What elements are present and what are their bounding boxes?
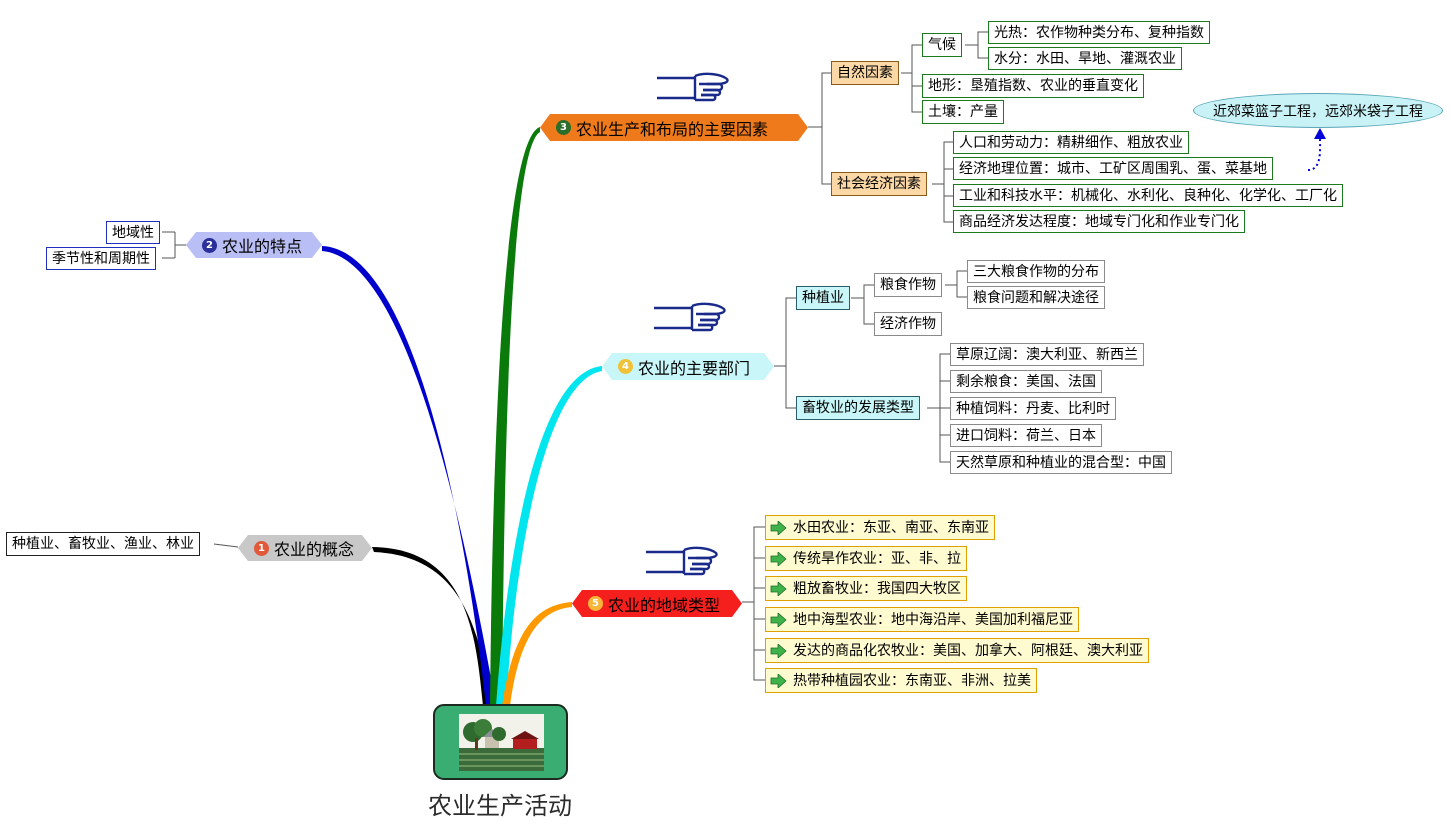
type-item[interactable]: 热带种植园农业：东南亚、非洲、拉美 (765, 668, 1037, 693)
pointing-hand-icon (654, 302, 726, 332)
central-title: 农业生产活动 (428, 792, 572, 820)
right-arrow-icon (770, 520, 787, 535)
livestock-item[interactable]: 种植饲料：丹麦、比利时 (950, 397, 1116, 420)
topic-concept[interactable]: 1 农业的概念 (238, 535, 372, 561)
right-arrow-icon (770, 551, 787, 566)
type-item[interactable]: 粗放畜牧业：我国四大牧区 (765, 576, 967, 601)
features-item[interactable]: 地域性 (106, 221, 160, 244)
livestock-item[interactable]: 剩余粮食：美国、法国 (950, 370, 1102, 393)
right-arrow-icon (770, 612, 787, 627)
topic-factors[interactable]: 3 农业生产和布局的主要因素 (540, 114, 808, 141)
topic-sectors[interactable]: 4 农业的主要部门 (602, 353, 774, 380)
type-label: 水田农业：东亚、南亚、东南亚 (793, 519, 989, 536)
social-economic-factors[interactable]: 社会经济因素 (831, 172, 927, 196)
type-label: 粗放畜牧业：我国四大牧区 (793, 580, 961, 597)
topic-label: 农业的特点 (222, 237, 303, 256)
number-badge: 1 (254, 541, 269, 556)
type-item[interactable]: 水田农业：东亚、南亚、东南亚 (765, 515, 995, 540)
type-item[interactable]: 发达的商品化农牧业：美国、加拿大、阿根廷、澳大利亚 (765, 638, 1149, 663)
branch-line-types (502, 602, 572, 706)
number-badge: 3 (556, 120, 571, 135)
pointing-hand-icon (646, 546, 718, 576)
social-item[interactable]: 经济地理位置：城市、工矿区周围乳、蛋、菜基地 (953, 157, 1273, 180)
livestock-node[interactable]: 畜牧业的发展类型 (796, 396, 920, 420)
right-arrow-icon (770, 643, 787, 658)
livestock-item[interactable]: 进口饲料：荷兰、日本 (950, 424, 1102, 447)
central-topic[interactable] (433, 704, 568, 780)
grain-item[interactable]: 粮食问题和解决途径 (967, 286, 1105, 309)
branch-line-sectors (496, 366, 602, 706)
climate-item[interactable]: 水分：水田、旱地、灌溉农业 (988, 47, 1182, 70)
callout-note[interactable]: 近郊菜篮子工程，远郊米袋子工程 (1193, 93, 1443, 128)
type-label: 热带种植园农业：东南亚、非洲、拉美 (793, 672, 1031, 689)
type-label: 地中海型农业：地中海沿岸、美国加利福尼亚 (793, 611, 1073, 628)
callout-connector (1307, 135, 1322, 171)
concept-item[interactable]: 种植业、畜牧业、渔业、林业 (6, 532, 200, 556)
pointing-hand-icon (657, 72, 729, 102)
social-item[interactable]: 商品经济发达程度：地域专门化和作业专门化 (953, 210, 1245, 233)
climate-item[interactable]: 光热：农作物种类分布、复种指数 (988, 21, 1210, 44)
number-badge: 5 (588, 596, 603, 611)
grain-item[interactable]: 三大粮食作物的分布 (967, 260, 1105, 283)
type-item[interactable]: 传统旱作农业：亚、非、拉 (765, 546, 967, 571)
social-item[interactable]: 工业和科技水平：机械化、水利化、良种化、化学化、工厂化 (953, 184, 1343, 207)
topic-label: 农业的地域类型 (608, 595, 721, 615)
right-arrow-icon (770, 581, 787, 596)
grain-crops-node[interactable]: 粮食作物 (874, 273, 942, 297)
topic-types[interactable]: 5 农业的地域类型 (572, 590, 742, 617)
type-label: 传统旱作农业：亚、非、拉 (793, 550, 961, 567)
livestock-item[interactable]: 天然草原和种植业的混合型：中国 (950, 451, 1172, 474)
features-item[interactable]: 季节性和周期性 (46, 247, 156, 270)
cash-crops-node[interactable]: 经济作物 (874, 312, 942, 336)
terrain-item[interactable]: 地形：垦殖指数、农业的垂直变化 (922, 74, 1144, 98)
farm-picture-icon (459, 714, 544, 771)
topic-label: 农业生产和布局的主要因素 (576, 119, 769, 139)
topic-features[interactable]: 2 农业的特点 (186, 232, 322, 258)
type-label: 发达的商品化农牧业：美国、加拿大、阿根廷、澳大利亚 (793, 642, 1143, 659)
planting-node[interactable]: 种植业 (796, 286, 850, 310)
livestock-item[interactable]: 草原辽阔：澳大利亚、新西兰 (950, 343, 1144, 366)
branch-line-factors (490, 127, 540, 706)
soil-item[interactable]: 土壤：产量 (922, 100, 1004, 124)
topic-label: 农业的概念 (274, 540, 355, 559)
natural-factors[interactable]: 自然因素 (831, 61, 899, 85)
number-badge: 4 (618, 359, 633, 374)
branch-line-concept (372, 547, 492, 706)
social-item[interactable]: 人口和劳动力：精耕细作、粗放农业 (953, 131, 1189, 154)
branch-line-features (322, 246, 496, 706)
number-badge: 2 (202, 238, 217, 253)
right-arrow-icon (770, 673, 787, 688)
type-item[interactable]: 地中海型农业：地中海沿岸、美国加利福尼亚 (765, 607, 1079, 632)
climate-node[interactable]: 气候 (922, 33, 962, 57)
topic-label: 农业的主要部门 (638, 358, 751, 378)
